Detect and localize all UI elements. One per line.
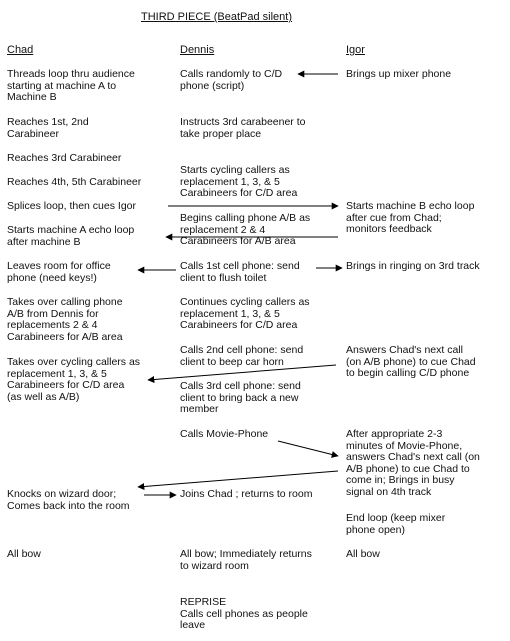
header-igor: Igor bbox=[346, 44, 365, 56]
igor-step-answers-next-call: Answers Chad's next call (on A/B phone) … bbox=[346, 344, 476, 380]
igor-step-end-loop: End loop (keep mixer phone open) bbox=[346, 512, 446, 536]
chad-step-threads-loop: Threads loop thru audience starting at m… bbox=[7, 68, 135, 104]
chad-step-knocks-door: Knocks on wizard door; Comes back into t… bbox=[7, 488, 130, 512]
chad-step-all-bow: All bow bbox=[7, 548, 41, 560]
chad-step-leaves-room: Leaves room for office phone (need keys!… bbox=[7, 260, 111, 284]
arrow-dennis-to-igor-movie-phone bbox=[277, 440, 339, 458]
dennis-step-2nd-cell: Calls 2nd cell phone: send client to bee… bbox=[180, 344, 304, 368]
dennis-step-calls-cd: Calls randomly to C/D phone (script) bbox=[180, 68, 283, 92]
chad-step-starts-machine-a: Starts machine A echo loop after machine… bbox=[7, 224, 135, 248]
dennis-step-joins-chad: Joins Chad ; returns to room bbox=[180, 488, 313, 500]
igor-step-after-movie-phone: After appropriate 2-3 minutes of Movie-P… bbox=[346, 428, 480, 498]
dennis-step-movie-phone: Calls Movie-Phone bbox=[180, 428, 269, 440]
dennis-step-all-bow: All bow; Immediately returns to wizard r… bbox=[180, 548, 312, 572]
page-title: THIRD PIECE (BeatPad silent) bbox=[141, 11, 292, 23]
igor-step-mixer-phone: Brings up mixer phone bbox=[346, 68, 452, 80]
header-chad: Chad bbox=[7, 44, 34, 56]
igor-step-starts-machine-b: Starts machine B echo loop after cue fro… bbox=[346, 200, 475, 236]
dennis-step-reprise: REPRISE Calls cell phones as people leav… bbox=[180, 596, 308, 632]
dennis-step-3rd-cell: Calls 3rd cell phone: send client to bri… bbox=[180, 380, 301, 416]
chad-step-takes-over-ab: Takes over calling phone A/B from Dennis… bbox=[7, 296, 123, 343]
header-dennis: Dennis bbox=[180, 44, 215, 56]
arrow-igor-to-chad-come-in bbox=[137, 470, 339, 490]
igor-step-ringing: Brings in ringing on 3rd track bbox=[346, 260, 480, 272]
chad-step-reaches-4-5: Reaches 4th, 5th Carabineer bbox=[7, 176, 142, 188]
igor-step-all-bow: All bow bbox=[346, 548, 380, 560]
chad-step-splices-loop: Splices loop, then cues Igor bbox=[7, 200, 136, 212]
dennis-step-starts-cycling: Starts cycling callers as replacement 1,… bbox=[180, 164, 298, 200]
dennis-step-1st-cell: Calls 1st cell phone: send client to flu… bbox=[180, 260, 300, 284]
dennis-step-continues: Continues cycling callers as replacement… bbox=[180, 296, 310, 332]
chad-step-reaches-1-2: Reaches 1st, 2nd Carabineer bbox=[7, 116, 89, 140]
dennis-step-instructs: Instructs 3rd carabeener to take proper … bbox=[180, 116, 306, 140]
chad-step-takes-over-cycling: Takes over cycling callers as replacemen… bbox=[7, 356, 141, 403]
dennis-step-begins-ab: Begins calling phone A/B as replacement … bbox=[180, 212, 311, 248]
arrow-igor-to-chad-answers bbox=[147, 364, 337, 383]
chad-step-reaches-3: Reaches 3rd Carabineer bbox=[7, 152, 122, 164]
